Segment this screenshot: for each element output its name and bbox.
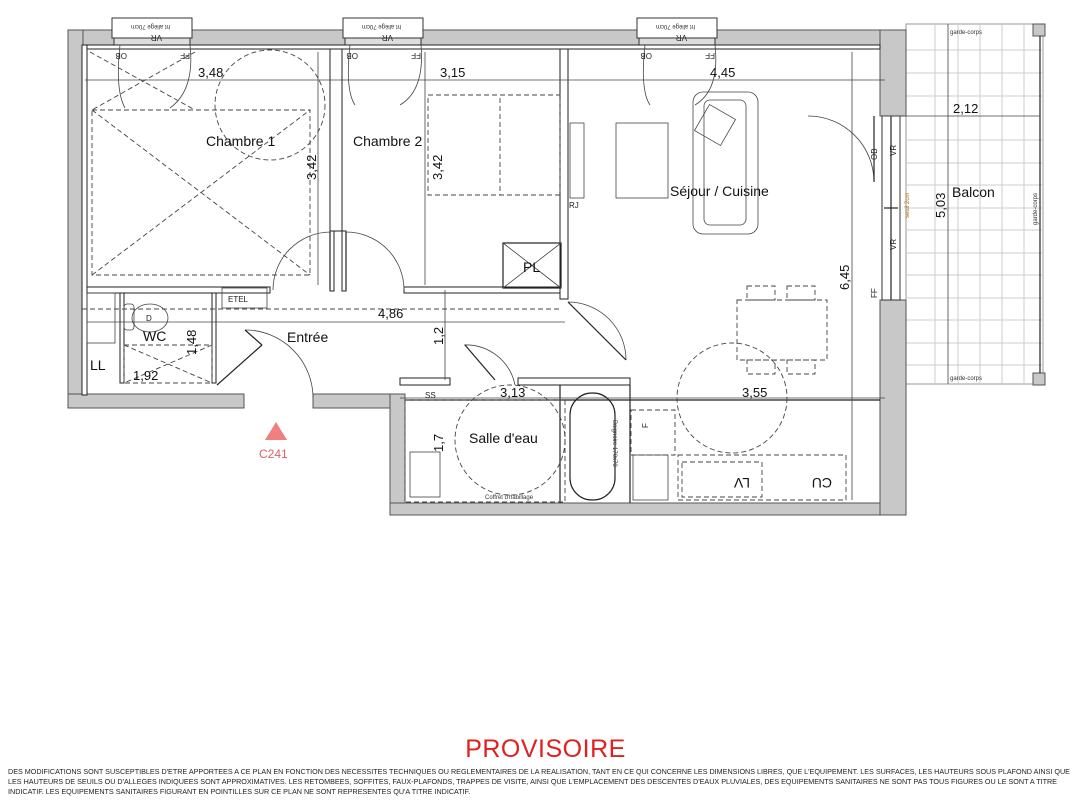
- dim-salle-width: 3,13: [500, 385, 525, 400]
- ob-label-1: OB: [115, 51, 127, 60]
- room-label-salle-eau: Salle d'eau: [469, 430, 538, 446]
- garde-corps-top: garde-corps: [950, 30, 982, 36]
- room-label-entree: Entrée: [287, 329, 328, 345]
- dim-wc-depth: 1,48: [184, 330, 199, 355]
- seuil-label: seuil 2cm: [905, 193, 911, 218]
- vr-label-balcon-2: VR: [889, 239, 898, 250]
- room-label-wc: WC: [143, 328, 166, 344]
- ff-label-3: FF: [705, 51, 715, 60]
- provisional-title: PROVISOIRE: [465, 735, 626, 763]
- vr-label-balcon-1: VR: [889, 145, 898, 156]
- interior-walls: [81, 44, 881, 503]
- room-label-pl: PL: [523, 259, 540, 275]
- dim-balcon-width: 2,12: [953, 101, 978, 116]
- dim-ch1-depth: 3,42: [304, 155, 319, 180]
- dimension-lines: [85, 24, 1040, 500]
- room-label-sejour: Séjour / Cuisine: [670, 183, 769, 199]
- lot-marker: C241: [259, 422, 288, 461]
- allege-label-3: ht allège 70cm: [656, 23, 695, 29]
- ff-label-2: FF: [411, 51, 421, 60]
- etel-label: ETEL: [228, 295, 249, 304]
- d-label: D: [146, 314, 152, 323]
- vr-label-2: VR: [382, 33, 393, 42]
- room-label-balcon: Balcon: [952, 184, 995, 200]
- dim-entree-depth: 1,2: [431, 327, 446, 345]
- ob-label-2: OB: [346, 51, 358, 60]
- room-label-ll: LL: [90, 357, 106, 373]
- dim-ch1-width: 3,48: [198, 65, 223, 80]
- vr-label-1: VR: [151, 33, 162, 42]
- lot-number: C241: [259, 447, 288, 461]
- allege-label-1: ht allège 70cm: [131, 23, 170, 29]
- dim-entree-width: 4,86: [378, 306, 403, 321]
- dim-wc-width: 1,92: [133, 368, 158, 383]
- room-label-chambre1: Chambre 1: [206, 133, 275, 149]
- ff-label-1: FF: [180, 51, 190, 60]
- floor-plan: Chambre 1 Chambre 2 Séjour / Cuisine Bal…: [67, 17, 1046, 516]
- allege-label-2: ht allège 70cm: [362, 23, 401, 29]
- furniture: [82, 49, 847, 503]
- balcony-tiles: [905, 23, 1046, 386]
- dim-sejour-depth: 6,45: [837, 265, 852, 290]
- dim-balcon-depth: 5,03: [933, 193, 948, 218]
- ff-label-balcon: FF: [870, 288, 879, 298]
- labels: Chambre 1 Chambre 2 Séjour / Cuisine Bal…: [90, 23, 1039, 501]
- dim-salle-depth: 1,7: [431, 434, 446, 452]
- garde-corps-right: garde-corps: [1033, 193, 1039, 225]
- ob-label-balcon: OB: [870, 148, 879, 160]
- dim-ch2-width: 3,15: [440, 65, 465, 80]
- vr-label-3: VR: [676, 33, 687, 42]
- ss-label: SS: [425, 391, 436, 400]
- doors: [117, 44, 875, 399]
- entrance-arrow-icon: [265, 422, 287, 440]
- cu-label: CU: [812, 475, 832, 491]
- room-label-chambre2: Chambre 2: [353, 133, 422, 149]
- rj-label: RJ: [569, 201, 579, 210]
- lv-label: LV: [733, 475, 750, 491]
- disclaimer-text: Des modifications sont susceptibles d'et…: [8, 767, 1070, 796]
- f-label: F: [641, 423, 650, 428]
- dim-ch2-depth: 3,42: [430, 155, 445, 180]
- coffret-label: Coffret d'habillage: [485, 495, 534, 501]
- ob-label-3: OB: [640, 51, 652, 60]
- garde-corps-bottom: garde-corps: [950, 376, 982, 382]
- baignoire-label: Baignoire 170x70: [611, 420, 617, 467]
- dim-sejour-width: 4,45: [710, 65, 735, 80]
- dim-kitchen-width: 3,55: [742, 385, 767, 400]
